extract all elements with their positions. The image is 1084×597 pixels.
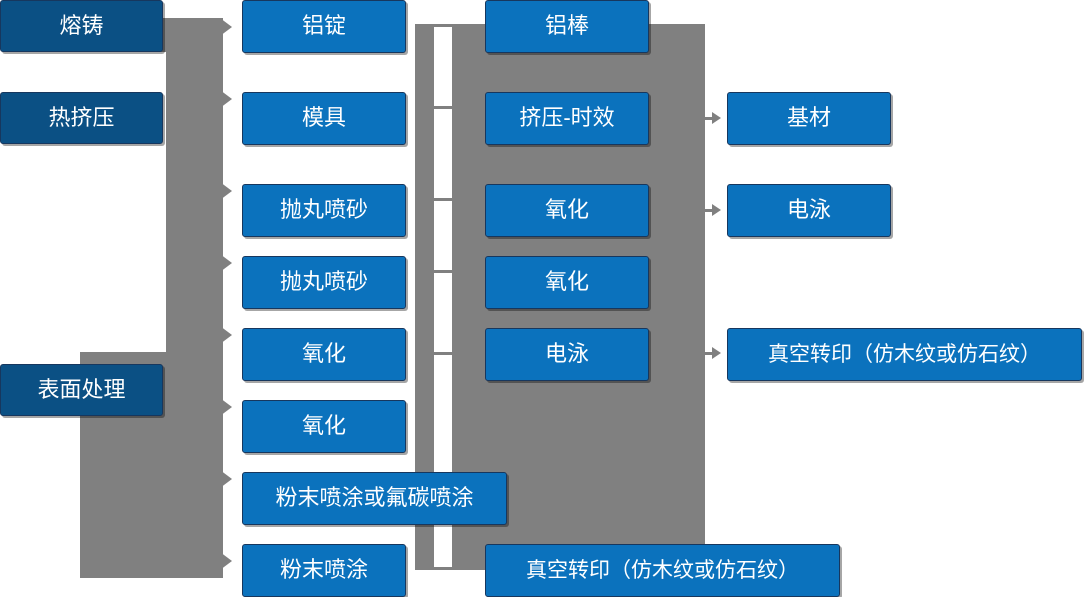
- arrow-to-node-c2-0: [220, 18, 232, 36]
- node-sec-aluminum-rod[interactable]: 铝棒: [485, 0, 649, 53]
- connector-rung-0: [434, 24, 458, 27]
- arrow-to-node-c2-1: [220, 90, 232, 108]
- node-out-electrophoresis[interactable]: 电泳: [727, 184, 891, 237]
- connector-rung-3: [434, 270, 458, 273]
- node-stage-hot-extrusion[interactable]: 热挤压: [0, 92, 163, 144]
- node-proc-shot-blasting-1[interactable]: 抛丸喷砂: [242, 184, 406, 237]
- node-proc-oxidation-2[interactable]: 氧化: [242, 400, 406, 453]
- node-proc-oxidation-1[interactable]: 氧化: [242, 328, 406, 381]
- node-proc-powder-coating[interactable]: 粉末喷涂: [242, 544, 406, 597]
- connector-rung-5: [434, 567, 458, 570]
- connector-rung-4: [434, 352, 458, 355]
- stem-to-out-0: [700, 117, 714, 120]
- arrow-to-node-c2-6: [220, 470, 232, 488]
- node-proc-powder-or-fluorocarbon-coating[interactable]: 粉末喷涂或氟碳喷涂: [242, 472, 507, 525]
- arrow-to-node-c2-7: [220, 552, 232, 570]
- arrow-to-out-base-material: [712, 112, 721, 124]
- connector-trunk-left-core: [175, 18, 223, 578]
- node-sec-oxidation-2[interactable]: 氧化: [485, 256, 649, 309]
- arrow-to-node-c2-3: [220, 254, 232, 272]
- arrow-to-out-electrophoresis: [712, 204, 721, 216]
- arrow-to-node-c2-4: [220, 326, 232, 344]
- node-proc-shot-blasting-2[interactable]: 抛丸喷砂: [242, 256, 406, 309]
- node-stage-melting-casting[interactable]: 熔铸: [0, 0, 163, 52]
- arrow-to-node-c2-5: [220, 398, 232, 416]
- node-stage-surface-treatment[interactable]: 表面处理: [0, 364, 163, 416]
- stem-to-out-1: [700, 209, 714, 212]
- node-out-vacuum-transfer[interactable]: 真空转印（仿木纹或仿石纹）: [727, 328, 1082, 381]
- node-sec-vacuum-transfer[interactable]: 真空转印（仿木纹或仿石纹）: [485, 544, 840, 597]
- arrow-to-node-c2-2: [220, 182, 232, 200]
- stem-to-out-2: [700, 352, 714, 355]
- connector-rung-2: [434, 198, 458, 201]
- node-proc-aluminum-ingot[interactable]: 铝锭: [242, 0, 406, 53]
- node-sec-extrusion-aging[interactable]: 挤压-时效: [485, 92, 649, 145]
- node-out-base-material[interactable]: 基材: [727, 92, 891, 145]
- arrow-to-out-vacuum-transfer: [712, 347, 721, 359]
- node-sec-electrophoresis[interactable]: 电泳: [485, 328, 649, 381]
- connector-thin-bar: [415, 24, 434, 570]
- node-proc-mold[interactable]: 模具: [242, 92, 406, 145]
- node-sec-oxidation-1[interactable]: 氧化: [485, 184, 649, 237]
- connector-rung-1: [434, 106, 458, 109]
